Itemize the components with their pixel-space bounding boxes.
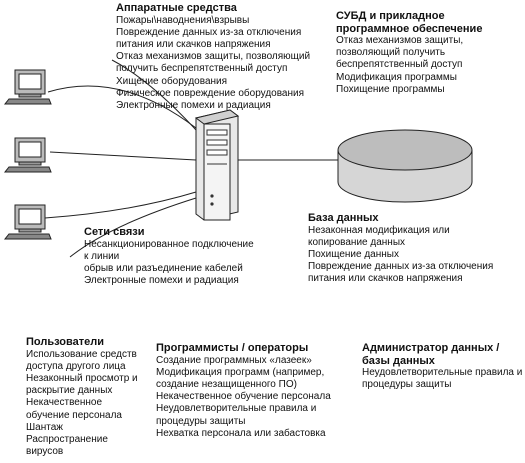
programmers-threat: создание незащищенного ПО) <box>156 378 297 390</box>
line-computer-2 <box>49 151 197 161</box>
connection-lines <box>44 59 338 258</box>
database-icon <box>337 129 473 203</box>
hardware-threat: Повреждение данных из-за отключения <box>116 26 302 38</box>
network-block: Сети связи Несанкционированное подключен… <box>84 226 254 287</box>
hardware-title: Аппаратные средства <box>116 2 237 14</box>
hardware-threat: Пожары\наводнения\взрывы <box>116 14 250 26</box>
computer-icon <box>3 137 52 173</box>
users-threat: Шантаж <box>26 421 63 433</box>
network-threat: Несанкционированное подключение <box>84 238 254 250</box>
database-threat: Незаконная модификация или <box>308 224 450 236</box>
line-computer-3 <box>44 191 197 219</box>
programmers-title: Программисты / операторы <box>156 342 309 354</box>
computer-icon <box>3 69 52 105</box>
users-threat: Некачественное <box>26 397 103 409</box>
users-title: Пользователи <box>26 336 105 348</box>
dbms-threat: Отказ механизмов защиты, <box>336 35 464 46</box>
dbms-title: СУБД и прикладное <box>336 10 445 22</box>
users-block: Пользователи Использование средств досту… <box>26 336 138 458</box>
programmers-threat: Модификация программ (например, <box>156 366 325 378</box>
admin-threat: Неудовлетворительные правила и <box>362 367 523 378</box>
dbms-threat: беспрепятственный доступ <box>336 59 463 71</box>
dbms-block: СУБД и прикладное программное обеспечени… <box>336 10 482 96</box>
programmers-threat: Некачественное обучение персонала <box>156 391 331 403</box>
hardware-threat: Хищение оборудования <box>116 75 228 87</box>
admin-title: Администратор данных / <box>362 342 500 354</box>
network-threat: обрыв или разъединение кабелей <box>84 262 243 274</box>
hardware-threat: Отказ механизмов защиты, позволяющий <box>116 51 311 63</box>
line-hardware-label <box>111 59 197 131</box>
users-threat: обучение персонала <box>26 409 122 421</box>
database-block: База данных Незаконная модификация или к… <box>308 212 493 286</box>
hardware-block: Аппаратные средства Пожары\наводнения\вз… <box>116 2 310 112</box>
network-threat: Электронные помехи и радиация <box>84 275 239 287</box>
programmers-threat: процедуры защиты <box>156 415 246 427</box>
hardware-threat: Электронные помехи и радиация <box>116 99 271 111</box>
dbms-threat: Похищение программы <box>336 83 445 95</box>
programmers-block: Программисты / операторы Создание програ… <box>156 342 331 440</box>
admin-block: Администратор данных / базы данных Неудо… <box>362 342 522 391</box>
computer-icon <box>3 204 52 240</box>
network-threat: к линии <box>84 250 120 262</box>
users-threat: доступа другого лица <box>26 360 126 372</box>
programmers-threat: Нехватка персонала или забастовка <box>156 427 326 439</box>
hardware-threat: получить беспрепятственный доступ <box>116 63 288 75</box>
line-network-label <box>69 197 197 258</box>
programmers-threat: Создание программных «лазеек» <box>156 354 312 366</box>
database-threat: Похищение данных <box>308 248 399 260</box>
database-threat: питания или скачков напряжения <box>308 273 463 285</box>
network-title: Сети связи <box>84 226 145 238</box>
dbms-threat: Модификация программы <box>336 71 457 83</box>
users-threat: Использование средств <box>26 348 137 360</box>
users-threat: вирусов <box>26 446 64 458</box>
users-threat: Распространение <box>26 433 108 445</box>
hardware-threat: питания или скачков напряжения <box>116 38 271 50</box>
users-threat: раскрытие данных <box>26 385 113 397</box>
database-threat: копирование данных <box>308 236 406 248</box>
admin-threat: процедуры защиты <box>362 379 452 391</box>
dbms-title: программное обеспечение <box>336 22 483 35</box>
line-computer-1 <box>47 85 197 129</box>
admin-title: базы данных <box>362 354 435 367</box>
server-icon <box>194 109 240 221</box>
users-threat: Незаконный просмотр и <box>26 372 138 384</box>
dbms-threat: позволяющий получить <box>336 47 446 59</box>
database-threat: Повреждение данных из-за отключения <box>308 261 494 273</box>
hardware-threat: Физическое повреждение оборудования <box>116 87 305 99</box>
database-title: База данных <box>308 212 379 224</box>
programmers-threat: Неудовлетворительные правила и <box>156 403 317 415</box>
